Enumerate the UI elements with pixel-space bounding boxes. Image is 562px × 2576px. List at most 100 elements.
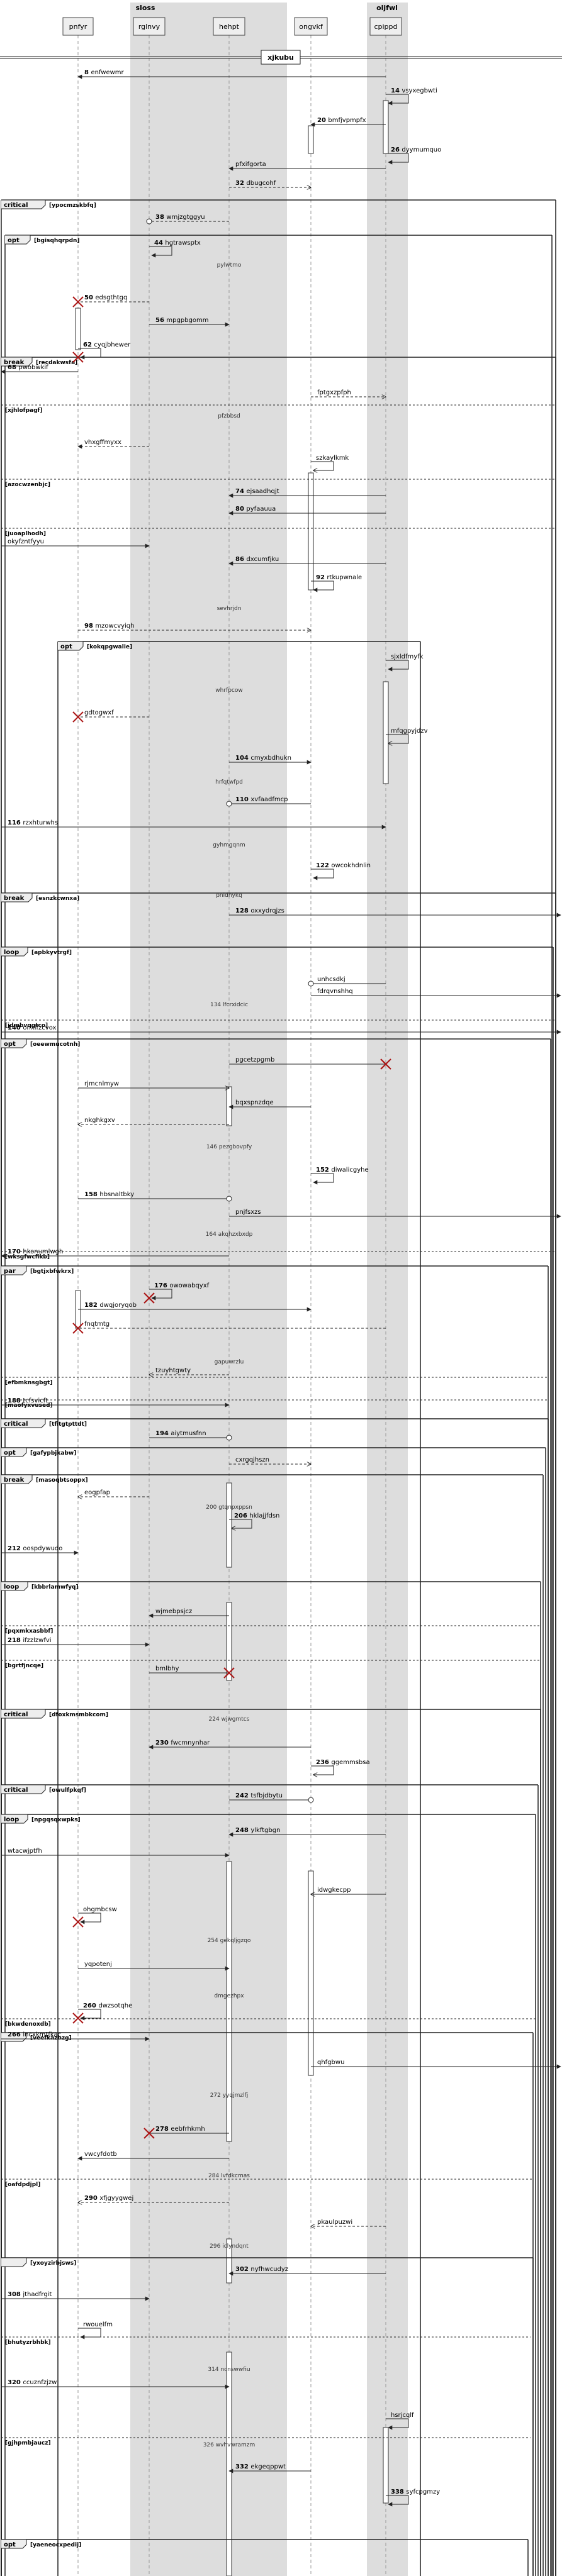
message-label: yqpotenj xyxy=(84,1961,112,1968)
fragment-guard: [veefkazbzg] xyxy=(30,2035,72,2041)
fragment-operand: [bkwdenoxdb] xyxy=(1,2018,536,2028)
fragment-guard: [kbbrlamwfyq] xyxy=(31,1584,79,1591)
fragment-guard: [owulfpkqf] xyxy=(49,1787,86,1794)
fragment-guard: [yxoyzirbjsws] xyxy=(30,2260,76,2267)
message: sevhrjdn xyxy=(217,606,242,612)
message: 44 hgtrawsptx xyxy=(149,240,201,258)
message: bqxspnzdqe xyxy=(228,1099,311,1109)
message: 104 cmyxbdhukn xyxy=(229,755,312,765)
message-label: pkaulpuzwi xyxy=(317,2219,352,2226)
fragment-guard: [oafdpdjpl] xyxy=(5,2182,40,2188)
message: ohgmbcsw xyxy=(78,1906,117,1924)
message-label: 152 diwalicgyhe xyxy=(316,1167,369,1174)
message-label: 236 ggemmsbsa xyxy=(316,1759,370,1766)
found-message-circle xyxy=(146,218,152,225)
message-label: 284 lvfdkcmas xyxy=(208,2173,250,2179)
message-label: 62 cyqjbhewer xyxy=(83,341,131,348)
destroy-icon xyxy=(380,1058,391,1070)
fragment-guard: [esnzkcwnxa] xyxy=(36,896,79,902)
message-label: 200 gtqnpxppsn xyxy=(206,1504,252,1511)
message: wjmebpsjcz xyxy=(149,1608,229,1618)
message: 218 ifzzlzwfvi xyxy=(1,1637,150,1647)
fragment-operator: loop xyxy=(4,1584,19,1591)
message: szkaylkmk xyxy=(311,455,349,470)
message: 308 jthadfrgit xyxy=(1,2291,150,2301)
fragment-operator: loop xyxy=(4,1816,19,1823)
fragment-operand: [azocwzenbjc] xyxy=(1,479,556,488)
fragment-operator: break xyxy=(4,359,25,366)
message-label: pgcetzpgmb xyxy=(235,1057,274,1063)
fragment-guard: [wksgfwcfikb] xyxy=(5,1254,50,1260)
combined-fragment: opt[kokqpgwalie] xyxy=(57,641,421,2576)
message-label: 128 oxxydrqjzs xyxy=(235,908,284,914)
destroy-icon xyxy=(72,352,84,363)
message: wtacwjptfh xyxy=(1,1848,230,1858)
message-label: hsrjcqlf xyxy=(391,2412,414,2419)
message-label: qhfgbwu xyxy=(317,2059,344,2066)
box-label: oljfwl xyxy=(376,4,398,12)
message-label: fnqtmtg xyxy=(84,1321,110,1328)
message: 122 owcokhdnlin xyxy=(311,862,371,880)
message: 338 syfcpgmzy xyxy=(386,2489,440,2507)
fragment-operand: [juoaplhodh] xyxy=(1,528,556,537)
message-label: 32 dbugcohf xyxy=(235,180,276,187)
fragment-operator: opt xyxy=(60,643,72,650)
combined-fragment: [yxoyzirbjsws] xyxy=(1,2257,534,2576)
message: 110 xvfaadfmcp xyxy=(226,796,311,807)
message: 296 iclyndqnt xyxy=(210,2243,249,2250)
message: 38 wmjzgtggyu xyxy=(146,214,229,225)
message-label: gdtogwxf xyxy=(84,709,114,716)
message-label: fdrqvnshhq xyxy=(317,988,353,995)
activation-bar xyxy=(226,1482,232,1568)
message-label: dmgezhpx xyxy=(214,1993,244,1999)
message-label: 140 onxlfzcvox xyxy=(8,1024,57,1031)
message-label: 266 incxkmtfkac xyxy=(8,2031,61,2038)
message-label: 56 mpgpbgomm xyxy=(155,317,209,324)
message-label: 242 tsfbjdbytu xyxy=(235,1792,283,1799)
fragment-operand: [xjhlofpagf] xyxy=(1,404,556,414)
message-label: mfqgpyjdzv xyxy=(391,728,428,735)
fragment-operand: [maofyxvused] xyxy=(1,1399,548,1409)
message: 152 diwalicgyhe xyxy=(311,1167,369,1185)
message-label: 320 ccuznfzjzw xyxy=(8,2379,57,2386)
fragment-guard: [gjhpmbjaucz] xyxy=(5,2440,51,2446)
fragment-operator: critical xyxy=(4,1421,28,1428)
destroy-icon xyxy=(72,296,84,308)
message: 266 incxkmtfkac xyxy=(1,2031,150,2041)
message: fnqtmtg xyxy=(78,1321,386,1329)
message-label: 92 rtkupwnale xyxy=(316,574,362,581)
found-message-circle xyxy=(308,1797,314,1803)
message-label: 212 oospdywudo xyxy=(8,1545,62,1552)
message-label: nkghkgxv xyxy=(84,1117,115,1124)
message: 194 aiytmusfnn xyxy=(149,1430,232,1441)
message-label: 104 cmyxbdhukn xyxy=(235,755,291,762)
found-message-circle xyxy=(226,1196,232,1202)
message: 56 mpgpbgomm xyxy=(149,317,230,327)
message-label: idwgkecpp xyxy=(317,1887,351,1894)
activation-bar xyxy=(226,1602,232,1681)
message-label: pfzbbsd xyxy=(218,413,240,419)
message-label: 302 nyfhwcudyz xyxy=(235,2266,288,2273)
message: whrfpcow xyxy=(215,687,242,694)
fragment-guard: [masoqbtsoppx] xyxy=(36,1477,88,1484)
message: 98 mzowcvyiqh xyxy=(78,623,311,630)
message: 62 cyqjbhewer xyxy=(78,341,131,360)
fragment-guard: [pqxmkxasbbf] xyxy=(5,1628,53,1635)
message-label: 224 wjwgmtcs xyxy=(209,1716,250,1723)
message: pfzbbsd xyxy=(218,413,240,419)
message: mfqgpyjdzv xyxy=(386,728,428,743)
activation-bar xyxy=(308,472,314,591)
message: unhcsdkj xyxy=(308,976,386,987)
message: 212 oospdywudo xyxy=(1,1545,79,1555)
message-label: okyfzntfyyu xyxy=(8,538,44,545)
message-label: 326 wvhvwramzm xyxy=(203,2442,256,2448)
participant-label: cpippd xyxy=(374,23,397,31)
message: 8 enfwewmr xyxy=(77,69,386,79)
destroy-icon xyxy=(72,1323,84,1334)
message-label: 194 aiytmusfnn xyxy=(155,1430,206,1437)
message-label: whrfpcow xyxy=(215,687,242,694)
fragment-operator: break xyxy=(4,895,25,902)
message-label: 14 vsyxegbwti xyxy=(391,87,437,94)
activation-bar xyxy=(226,2351,232,2576)
